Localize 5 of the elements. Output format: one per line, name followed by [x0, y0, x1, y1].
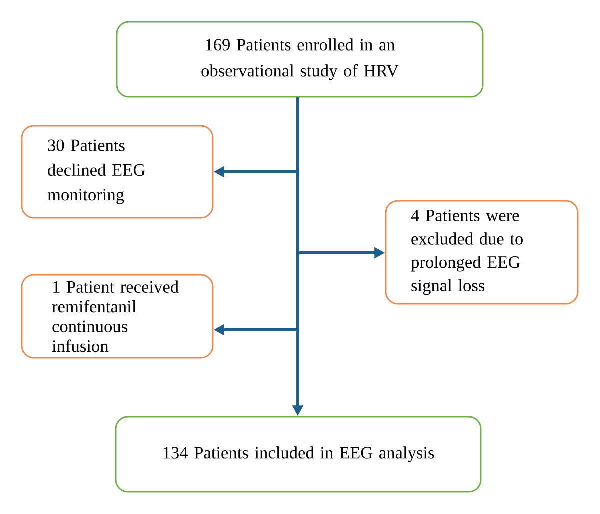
process-box: 134 Patients included in EEG analysis: [115, 416, 482, 493]
exclusion-box: 30 Patients declined EEG monitoring: [21, 125, 214, 219]
exclusion-box: 4 Patients were excluded due to prolonged EEG signal loss: [385, 200, 579, 305]
process-box: 169 Patients enrolled in an observational study of HRV: [116, 21, 484, 98]
exclusion-box: 1 Patient received remifentanil continuous infusion: [21, 274, 214, 359]
